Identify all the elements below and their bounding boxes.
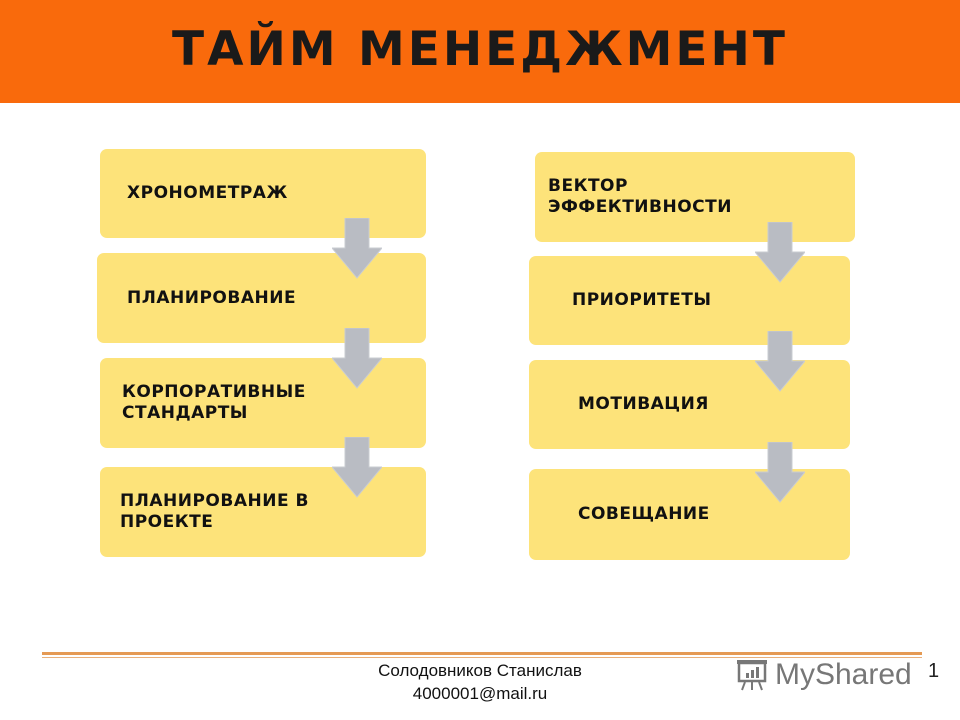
footer-divider bbox=[42, 652, 922, 655]
step-label: ВЕКТОР ЭФФЕКТИВНОСТИ bbox=[548, 176, 732, 217]
step-box: СОВЕЩАНИЕ bbox=[529, 469, 850, 560]
arrow-down-icon bbox=[332, 328, 382, 389]
step-label: ПРИОРИТЕТЫ bbox=[572, 290, 712, 310]
step-label: ПЛАНИРОВАНИЕ В ПРОЕКТЕ bbox=[120, 491, 309, 532]
step-box: КОРПОРАТИВНЫЕ СТАНДАРТЫ bbox=[100, 358, 426, 448]
step-label: СОВЕЩАНИЕ bbox=[578, 504, 710, 524]
step-label: ХРОНОМЕТРАЖ bbox=[127, 183, 288, 203]
step-box: ПЛАНИРОВАНИЕ bbox=[97, 253, 426, 343]
footer-divider bbox=[42, 657, 922, 658]
presentation-board-icon bbox=[737, 660, 767, 691]
watermark-logo: MyShared bbox=[735, 658, 912, 692]
slide-title: ТАЙМ МЕНЕДЖМЕНТ bbox=[172, 22, 788, 77]
arrow-down-icon bbox=[332, 437, 382, 498]
watermark-text: MyShared bbox=[775, 658, 912, 691]
title-banner bbox=[0, 0, 960, 103]
arrow-down-icon bbox=[755, 442, 805, 503]
step-label: КОРПОРАТИВНЫЕ СТАНДАРТЫ bbox=[122, 382, 306, 423]
step-label: МОТИВАЦИЯ bbox=[578, 394, 709, 414]
page-number: 1 bbox=[928, 660, 940, 682]
step-box: ВЕКТОР ЭФФЕКТИВНОСТИ bbox=[535, 152, 855, 242]
arrow-down-icon bbox=[755, 222, 805, 283]
arrow-down-icon bbox=[755, 331, 805, 392]
step-label: ПЛАНИРОВАНИЕ bbox=[127, 287, 297, 308]
footer-author: Солодовников Станислав bbox=[378, 661, 582, 680]
step-box: ХРОНОМЕТРАЖ bbox=[100, 149, 426, 238]
footer-email: 4000001@mail.ru bbox=[412, 684, 548, 703]
step-box: МОТИВАЦИЯ bbox=[529, 360, 850, 449]
step-box: ПРИОРИТЕТЫ bbox=[529, 256, 850, 345]
step-box: ПЛАНИРОВАНИЕ В ПРОЕКТЕ bbox=[100, 467, 426, 557]
arrow-down-icon bbox=[332, 218, 382, 279]
